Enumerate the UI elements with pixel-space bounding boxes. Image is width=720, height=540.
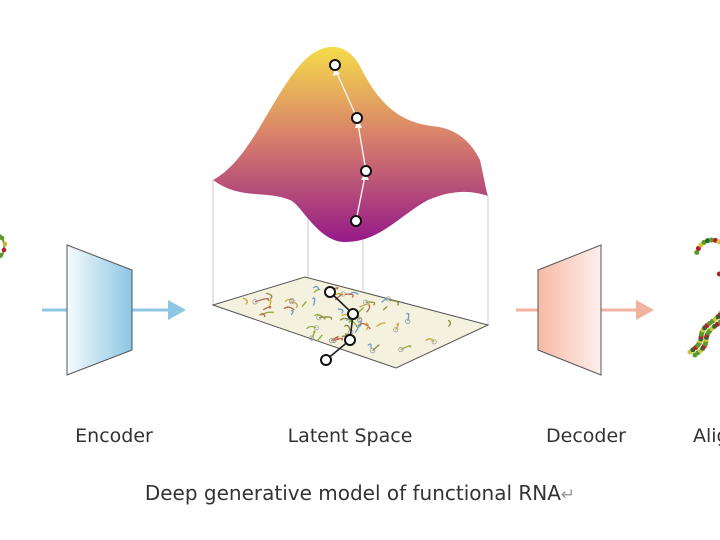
plane-rna-loop — [370, 348, 376, 354]
plane-rna-squiggle — [268, 299, 272, 307]
plane-latent-path — [320, 286, 359, 366]
plane-rna-squiggle — [259, 312, 266, 318]
plane-rna-squiggle — [313, 288, 321, 294]
decoder-label: Decoder — [546, 425, 626, 447]
aligned-label: Alig — [693, 425, 720, 447]
plane-rna-squiggle — [395, 322, 400, 331]
plane-rna-squiggle — [306, 325, 317, 330]
plane-rna-squiggle — [381, 298, 389, 303]
rna-nucleotide — [694, 249, 700, 255]
plane-rna-squiggle — [254, 297, 270, 303]
plane-rna-loop — [252, 299, 258, 305]
plane-rna-squiggle — [425, 338, 435, 343]
plane-rna-squiggle — [366, 304, 371, 313]
plane-rna-loop — [308, 335, 315, 341]
plane-rna-squiggle — [314, 313, 326, 320]
plane-path-point — [347, 308, 359, 320]
plane-rna-squiggle — [311, 297, 316, 306]
probability-surface — [213, 46, 488, 242]
plane-rna-loop — [385, 296, 391, 302]
plane-path-point — [344, 334, 356, 346]
encoder-block — [66, 244, 133, 376]
surface-path-point — [360, 165, 372, 177]
plane-rna-squiggle — [365, 322, 369, 331]
plane-rna-loop — [328, 338, 335, 344]
rna-nucleotide — [716, 239, 720, 245]
rna-nucleotide — [705, 238, 711, 244]
plane-rna-squiggle — [405, 312, 410, 322]
plane-rna-squiggle — [334, 293, 344, 301]
plane-rna-loop — [405, 318, 411, 324]
latent-plane — [211, 276, 490, 369]
plane-rna-squiggle — [301, 301, 307, 308]
plane-rna-squiggle — [265, 292, 273, 300]
plane-rna-squiggle — [331, 336, 339, 342]
plane-rna-squiggle — [291, 301, 298, 309]
plane-rna-loop — [393, 327, 399, 333]
plane-rna-squiggle — [337, 308, 344, 314]
plane-rna-squiggle — [290, 309, 294, 316]
plane-rna-squiggle — [367, 343, 372, 349]
plane-rna-squiggle — [242, 297, 249, 305]
surface-path-point — [350, 215, 362, 227]
plane-rna-squiggle — [316, 334, 323, 342]
plane-rna-squiggle — [312, 285, 320, 291]
plane-rna-loop — [363, 299, 369, 305]
output-rna-structure — [687, 237, 720, 358]
plane-rna-squiggle — [283, 306, 295, 311]
plane-rna-squiggle — [359, 322, 371, 330]
plane-rna-loop — [289, 299, 295, 305]
rna-nucleotide — [708, 237, 714, 243]
plane-rna-loop — [431, 339, 437, 345]
return-mark: ↵ — [560, 485, 576, 505]
plane-rna-squiggle — [389, 299, 400, 306]
plane-path-point — [320, 354, 332, 366]
plane-rna-squiggle — [262, 306, 272, 311]
plane-path-point — [324, 286, 336, 298]
plane-rna-loop — [357, 318, 363, 324]
plane-rna-squiggle — [359, 303, 370, 308]
latent-space-label: Latent Space — [287, 425, 413, 447]
input-rna-structure — [0, 233, 8, 259]
plane-rna-squiggle — [339, 317, 352, 322]
figure-caption: Deep generative model of functional RNA↵ — [145, 481, 575, 505]
plane-rna-squiggle — [447, 319, 452, 328]
decoder-block — [537, 244, 602, 376]
surface-path-point — [351, 112, 363, 124]
plane-rna-squiggle — [376, 322, 386, 328]
surface-latent-path — [329, 59, 372, 227]
plane-rna-loop — [316, 315, 322, 321]
plane-rna-squiggle — [348, 320, 359, 328]
plane-rna-squiggle — [310, 330, 316, 339]
rna-nucleotide — [717, 319, 720, 325]
encoder-label: Encoder — [75, 425, 153, 447]
plane-rna-loop — [398, 346, 404, 353]
plane-rna-squiggle — [261, 311, 274, 316]
plane-rna-squiggle — [382, 305, 388, 311]
plane-rna-squiggle — [284, 298, 293, 303]
caption-text: Deep generative model of functional RNA — [144, 481, 561, 505]
plane-rna-loop — [313, 325, 319, 331]
rna-nucleotide — [716, 271, 720, 277]
surface-path-point — [329, 59, 341, 71]
plane-rna-squiggle — [344, 293, 354, 298]
plane-rna-squiggle — [372, 344, 380, 352]
plane-rna-squiggle — [354, 324, 360, 334]
